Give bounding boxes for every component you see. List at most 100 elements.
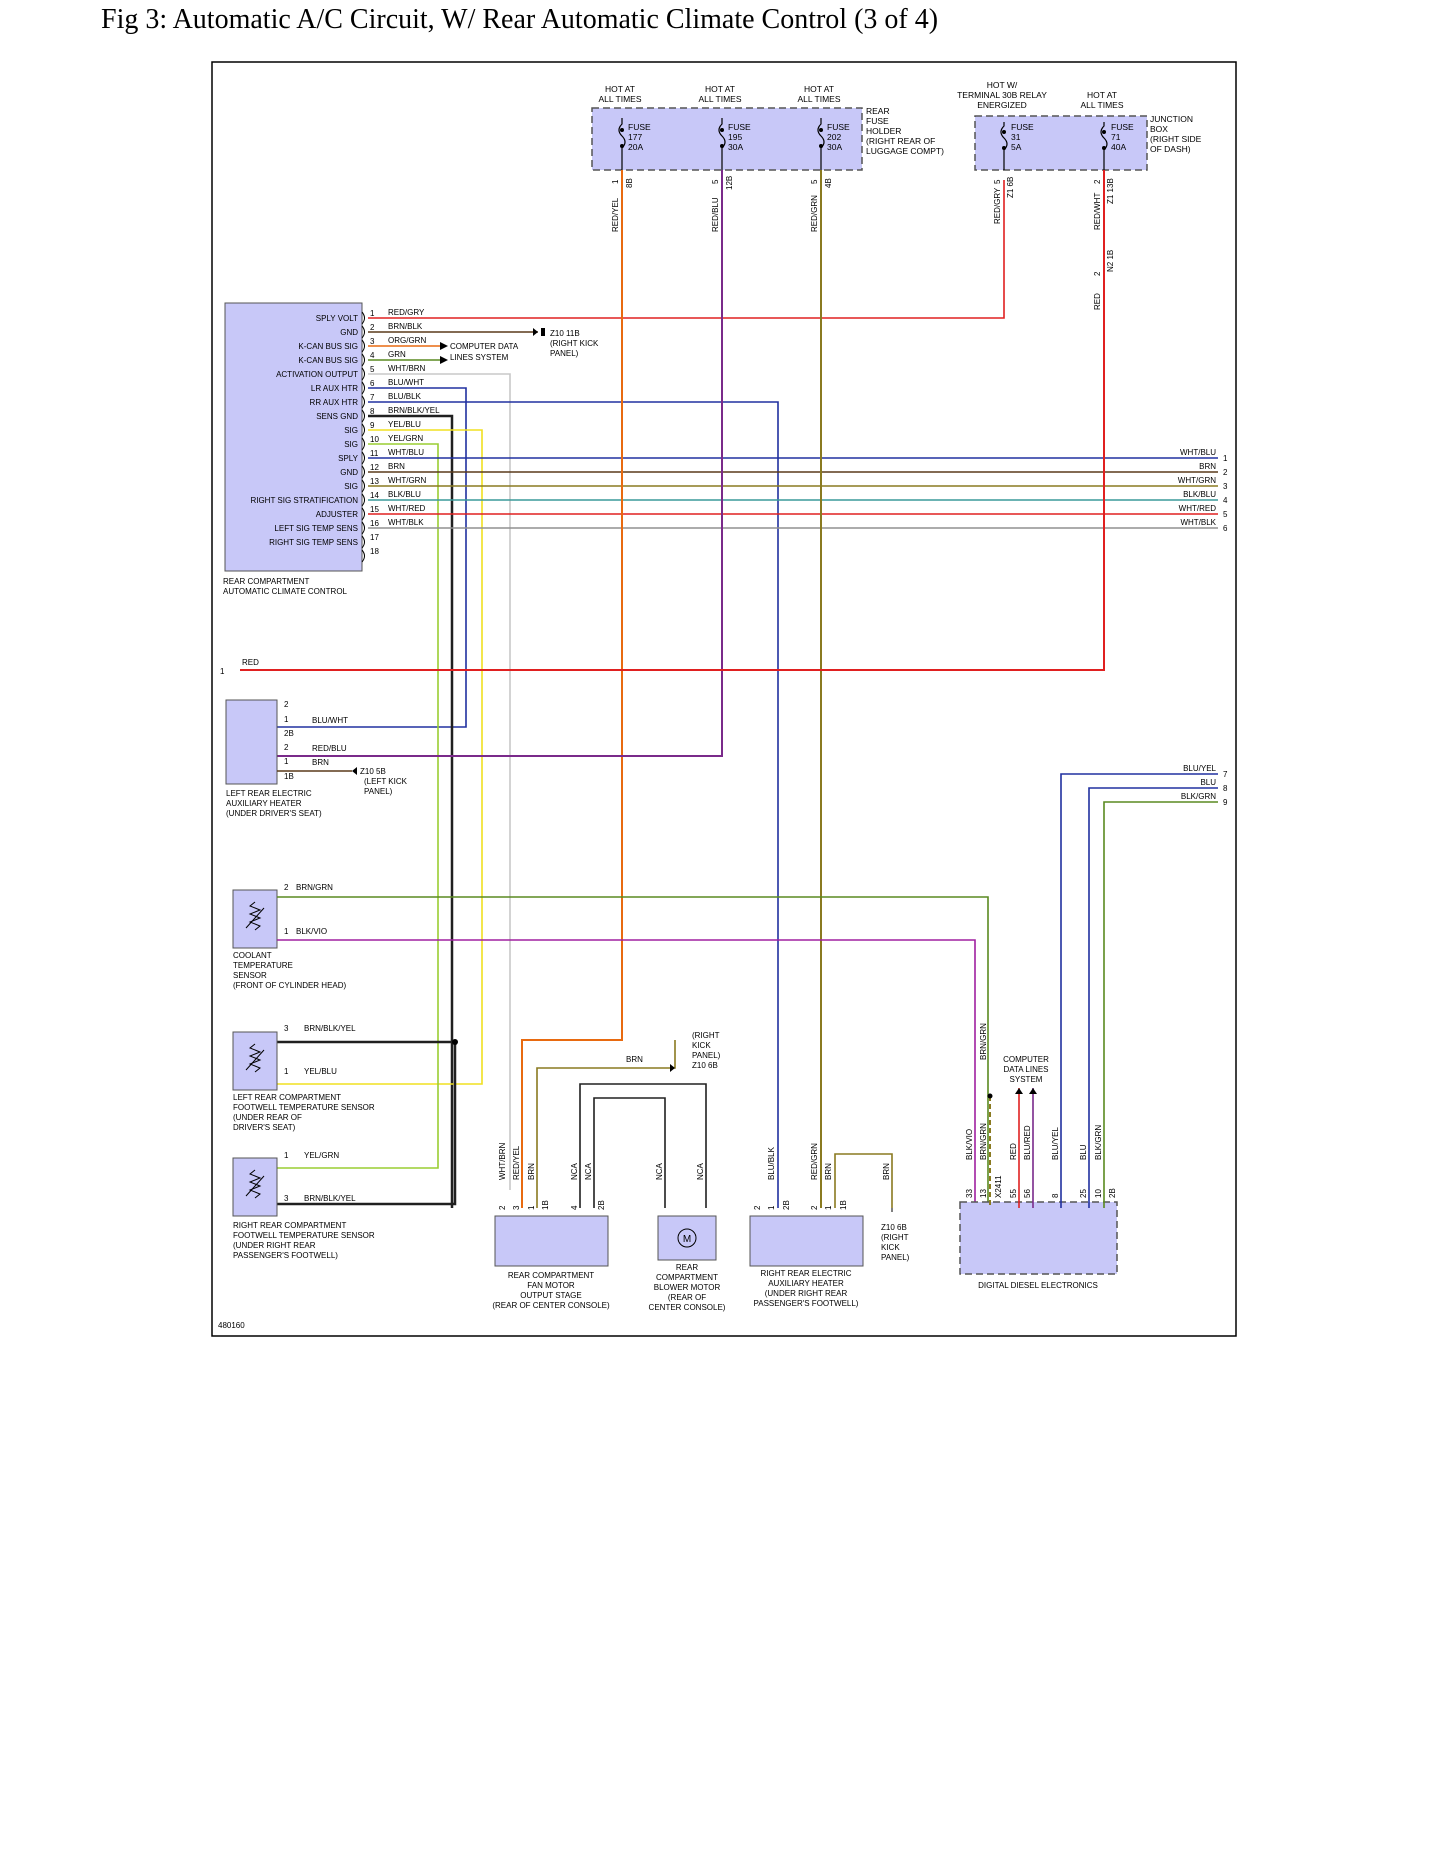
module-pin-label: RIGHT SIG TEMP SENS xyxy=(269,538,358,547)
fuse-holder-label: (RIGHT REAR OF xyxy=(866,136,935,146)
relay-label: TERMINAL 30B RELAY xyxy=(957,90,1047,100)
module-pin-number: 16 xyxy=(370,519,379,528)
edge-wire-label: BLK/BLU xyxy=(1183,490,1216,499)
edge-terminal-number: 6 xyxy=(1223,524,1228,533)
svg-text:AUXILIARY HEATER: AUXILIARY HEATER xyxy=(226,799,302,808)
edge-terminal-number: 5 xyxy=(1223,510,1228,519)
svg-text:RED/WHT: RED/WHT xyxy=(1093,193,1102,230)
svg-text:13: 13 xyxy=(979,1189,988,1198)
wire-color-label: YEL/GRN xyxy=(388,434,423,443)
svg-text:3: 3 xyxy=(284,1024,289,1033)
svg-text:COMPUTER DATA: COMPUTER DATA xyxy=(450,342,519,351)
module-pin-number: 17 xyxy=(370,533,379,542)
svg-text:(FRONT OF CYLINDER HEAD): (FRONT OF CYLINDER HEAD) xyxy=(233,981,347,990)
svg-text:2B: 2B xyxy=(1108,1188,1117,1198)
svg-text:BRN: BRN xyxy=(824,1163,833,1180)
svg-text:COOLANT: COOLANT xyxy=(233,951,272,960)
svg-text:LINES SYSTEM: LINES SYSTEM xyxy=(450,353,509,362)
junction-box-label: BOX xyxy=(1150,124,1168,134)
connector-bracket xyxy=(361,409,365,423)
svg-text:1B: 1B xyxy=(284,772,294,781)
svg-text:KICK: KICK xyxy=(881,1243,900,1252)
right-footwell-sensor: 1 YEL/GRN 3 BRN/BLK/YEL RIGHT REAR COMPA… xyxy=(232,1151,375,1260)
fuse-holder-label: LUGGAGE COMPT) xyxy=(866,146,944,156)
svg-text:5: 5 xyxy=(993,179,1002,184)
wire-color-label: BRN xyxy=(388,462,405,471)
edge-wire-label: WHT/BLU xyxy=(1180,448,1216,457)
module-pin-number: 14 xyxy=(370,491,379,500)
fuse-177-num: 177 xyxy=(628,132,642,142)
svg-text:CENTER CONSOLE): CENTER CONSOLE) xyxy=(649,1303,726,1312)
edge-wire-label: WHT/RED xyxy=(1179,504,1217,513)
svg-text:1: 1 xyxy=(284,715,289,724)
svg-text:2: 2 xyxy=(284,700,289,709)
connector-bracket xyxy=(361,311,365,325)
connector-bracket xyxy=(361,479,365,493)
module-pin-label: GND xyxy=(340,468,358,477)
svg-text:(REAR OF CENTER CONSOLE): (REAR OF CENTER CONSOLE) xyxy=(492,1301,610,1310)
svg-text:SENSOR: SENSOR xyxy=(233,971,267,980)
svg-text:COMPUTER: COMPUTER xyxy=(1003,1055,1049,1064)
svg-text:RED: RED xyxy=(1009,1143,1018,1160)
module-pin-label: SENS GND xyxy=(316,412,358,421)
hot-label: HOT AT xyxy=(605,84,635,94)
svg-text:BRN/BLK/YEL: BRN/BLK/YEL xyxy=(304,1024,356,1033)
hot-label: HOT AT xyxy=(804,84,834,94)
svg-text:10: 10 xyxy=(1094,1189,1103,1198)
svg-text:FOOTWELL TEMPERATURE SENSOR: FOOTWELL TEMPERATURE SENSOR xyxy=(233,1103,375,1112)
module-pin-number: 12 xyxy=(370,463,379,472)
diagram-frame xyxy=(211,61,1237,1337)
edge-wire-label: WHT/GRN xyxy=(1178,476,1216,485)
module-pin-label: RIGHT SIG STRATIFICATION xyxy=(250,496,358,505)
svg-text:YEL/GRN: YEL/GRN xyxy=(304,1151,339,1160)
computer-data-lines: COMPUTER DATA LINES SYSTEM xyxy=(440,342,519,364)
connector-bracket xyxy=(361,381,365,395)
svg-text:(REAR OF: (REAR OF xyxy=(668,1293,706,1302)
fan-motor-output-stage: BRN (RIGHT KICK PANEL) Z10 6B WHT/BRN RE… xyxy=(492,1031,720,1310)
figure-id: 480160 xyxy=(218,1321,245,1330)
svg-text:LEFT REAR ELECTRIC: LEFT REAR ELECTRIC xyxy=(226,789,312,798)
svg-text:(RIGHT: (RIGHT xyxy=(881,1233,909,1242)
svg-text:PANEL): PANEL) xyxy=(692,1051,721,1060)
svg-text:1: 1 xyxy=(611,179,620,184)
fuse-177-label: FUSE xyxy=(628,122,651,132)
svg-text:RIGHT REAR ELECTRIC: RIGHT REAR ELECTRIC xyxy=(761,1269,852,1278)
svg-text:2: 2 xyxy=(810,1205,819,1210)
edge-terminal-number: 9 xyxy=(1223,798,1228,807)
module-pin-label: SPLY VOLT xyxy=(316,314,358,323)
module-pin-label: GND xyxy=(340,328,358,337)
svg-text:1: 1 xyxy=(284,757,289,766)
module-pin-number: 5 xyxy=(370,365,375,374)
hot-label: ALL TIMES xyxy=(699,94,742,104)
svg-text:RED: RED xyxy=(242,658,259,667)
svg-text:Z10 5B: Z10 5B xyxy=(360,767,386,776)
svg-text:DRIVER'S SEAT): DRIVER'S SEAT) xyxy=(233,1123,296,1132)
svg-text:Z1 6B: Z1 6B xyxy=(1006,177,1015,198)
rear-blower-motor: M NCA NCA REAR COMPARTMENT BLOWER MOTOR … xyxy=(649,1162,726,1312)
module-pin-number: 9 xyxy=(370,421,375,430)
connector-bracket xyxy=(361,535,365,549)
fuse-202-label: FUSE xyxy=(827,122,850,132)
svg-text:REAR COMPARTMENT: REAR COMPARTMENT xyxy=(508,1271,594,1280)
edge-wire-label: BLU/YEL xyxy=(1183,764,1216,773)
svg-text:NCA: NCA xyxy=(584,1162,593,1180)
svg-text:BLK/GRN: BLK/GRN xyxy=(1094,1125,1103,1160)
svg-text:2B: 2B xyxy=(284,729,294,738)
module-pin-number: 7 xyxy=(370,393,375,402)
hot-label: HOT AT xyxy=(705,84,735,94)
edge-wire-label: WHT/BLK xyxy=(1180,518,1216,527)
svg-text:4B: 4B xyxy=(824,178,833,188)
module-name: REAR COMPARTMENT xyxy=(223,577,309,586)
wire-color-label: BLU/BLK xyxy=(388,392,422,401)
left-rear-heater: 2 1 2B 2 1 1B BLU/WHT RED/BLU BRN Z10 5B… xyxy=(225,699,408,818)
svg-text:RED: RED xyxy=(1093,293,1102,310)
connector-bracket xyxy=(361,451,365,465)
svg-text:LEFT REAR COMPARTMENT: LEFT REAR COMPARTMENT xyxy=(233,1093,341,1102)
svg-text:4: 4 xyxy=(570,1205,579,1210)
edge-terminal-number: 3 xyxy=(1223,482,1228,491)
svg-text:1: 1 xyxy=(284,927,289,936)
svg-text:SYSTEM: SYSTEM xyxy=(1010,1075,1043,1084)
svg-text:Z10 6B: Z10 6B xyxy=(692,1061,718,1070)
svg-text:RED/YEL: RED/YEL xyxy=(611,197,620,232)
fuse-holder-label: FUSE xyxy=(866,116,889,126)
